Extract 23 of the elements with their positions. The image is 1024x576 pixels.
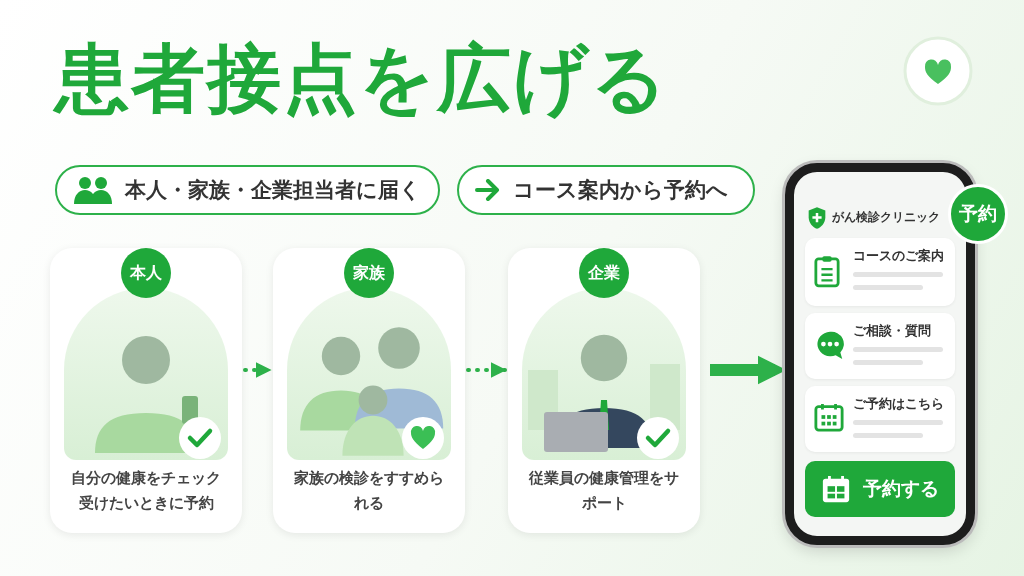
category-badge: 企業 [579,248,629,298]
clinic-name: がん検診クリニック [832,210,940,225]
menu-card [805,386,955,452]
audience-card [50,248,242,533]
reserve-button: 予約する [805,461,955,517]
pill-text: コース案内から予約へ [513,177,728,204]
menu-card [805,313,955,379]
category-badge: 本人 [121,248,171,298]
menu-title: ご相談・質問 [853,323,931,340]
category-badge: 家族 [344,248,394,298]
card-description: 自分の健康をチェック受けたいときに予約 [70,468,222,514]
menu-card [805,238,955,306]
menu-title: コースのご案内 [853,248,944,265]
audience-card [508,248,700,533]
arrow [243,362,272,378]
card-description: 家族の検診をすすめられる [293,468,445,514]
reserve-badge: 予約 [948,184,1008,244]
audience-card [273,248,465,533]
pill-text: 本人・家族・企業担当者に届く [125,177,421,204]
arrow [466,362,507,378]
page-title: 患者接点を広げる [55,38,669,120]
menu-title: ご予約はこちら [853,396,944,413]
card-description: 従業員の健康管理をサポート [528,468,680,514]
